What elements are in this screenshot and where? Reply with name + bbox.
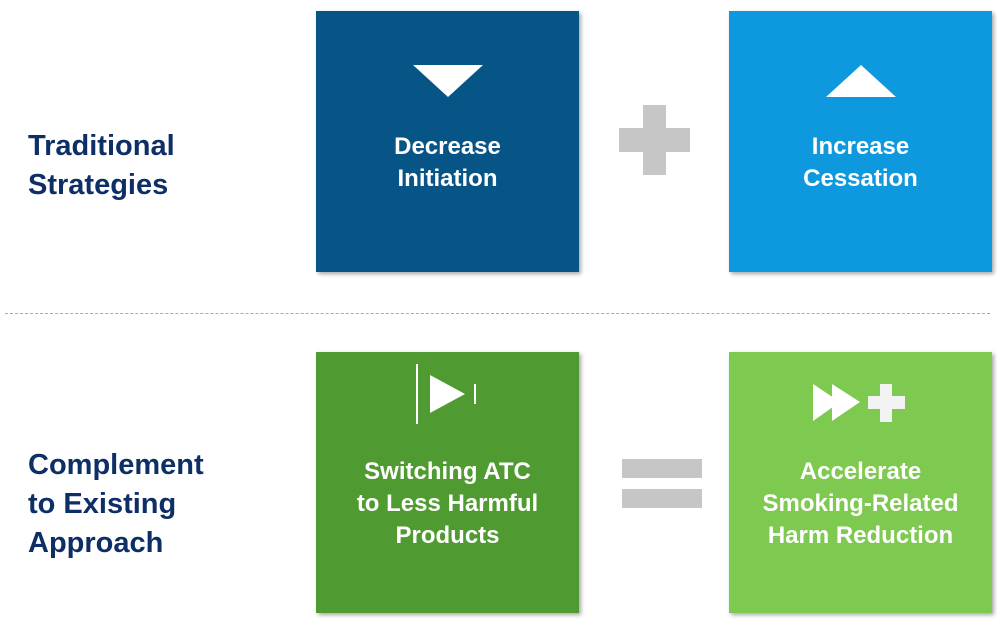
switching-atc-box: Switching ATC to Less Harmful Products xyxy=(316,352,579,613)
label-line: Strategies xyxy=(28,169,169,201)
divider xyxy=(5,313,990,314)
triangle-up-icon xyxy=(826,65,896,97)
traditional-strategies-label: Traditional Strategies xyxy=(28,127,175,205)
box-text: Increase xyxy=(811,133,910,160)
box-text: Switching ATC xyxy=(364,458,531,485)
accelerate-harm-reduction-box: Accelerate Smoking-Related Harm Reductio… xyxy=(729,352,992,613)
label-line: to Existing xyxy=(28,488,177,520)
equals-icon-bottom xyxy=(622,489,702,508)
complement-label: Complement to Existing Approach xyxy=(28,446,204,563)
label-line: Traditional xyxy=(28,130,175,162)
box-text: Accelerate xyxy=(799,458,922,485)
box-text: Products xyxy=(395,522,500,549)
plus-icon-vertical xyxy=(643,105,666,175)
box-text: Decrease xyxy=(394,133,501,160)
decrease-initiation-box: Decrease Initiation xyxy=(316,11,579,272)
box-text: Harm Reduction xyxy=(767,522,954,549)
triangle-down-icon xyxy=(413,65,483,97)
fast-forward-plus-icon xyxy=(813,384,905,422)
label-line: Complement xyxy=(28,449,204,481)
box-text: Initiation xyxy=(397,165,498,192)
increase-cessation-box: Increase Cessation xyxy=(729,11,992,272)
play-bar-icon xyxy=(416,364,476,424)
box-text: to Less Harmful xyxy=(356,490,539,517)
box-text: Cessation xyxy=(803,165,918,192)
equals-icon-top xyxy=(622,459,702,478)
label-line: Approach xyxy=(28,527,164,559)
box-text: Smoking-Related xyxy=(762,490,959,517)
